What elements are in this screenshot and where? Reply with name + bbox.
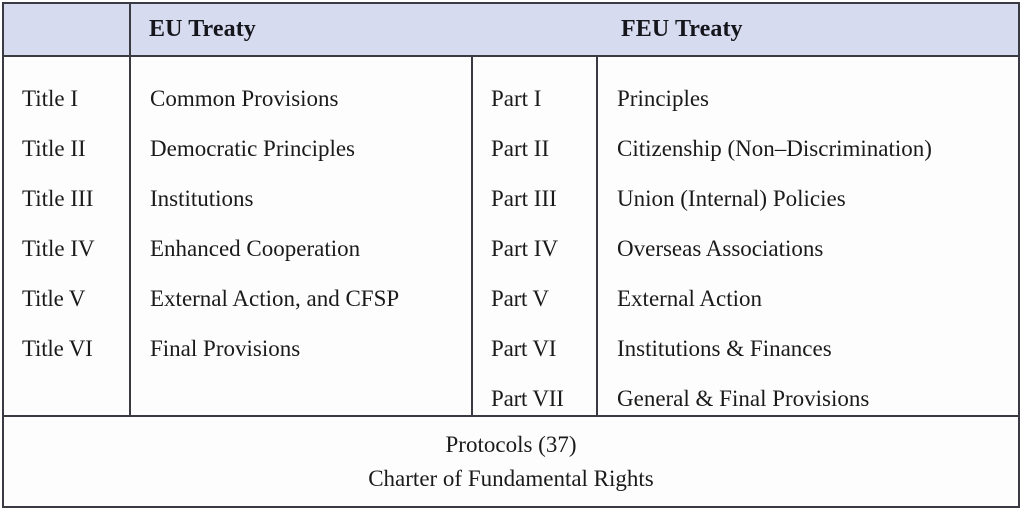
table-row: Part I <box>491 86 542 111</box>
table-row: Title IV <box>22 236 95 261</box>
table-row: Part III <box>491 186 557 211</box>
table-row: Principles <box>617 86 709 111</box>
table-row: External Action <box>617 286 762 311</box>
feu-label-rows: Principles Citizenship (Non–Discriminati… <box>598 57 1022 424</box>
table-row: Title II <box>22 136 86 161</box>
footer-protocols-line: Protocols (37) <box>445 431 577 457</box>
table-row: Part II <box>491 136 550 161</box>
table-row: Institutions & Finances <box>617 336 832 361</box>
footer-charter-line: Charter of Fundamental Rights <box>368 465 654 491</box>
table-row: Part VI <box>491 336 557 361</box>
table-row: Overseas Associations <box>617 236 824 261</box>
table-row: Institutions <box>150 186 254 211</box>
column-header-feu-treaty: FEU Treaty <box>621 16 743 42</box>
table-row: Enhanced Cooperation <box>150 236 361 261</box>
table-row: General & Final Provisions <box>617 386 870 411</box>
header-corner-cell <box>4 4 131 55</box>
table-header-row: EU Treaty FEU Treaty <box>4 4 1018 57</box>
table-body: Title I Title II Title III Title IV Titl… <box>4 57 1018 417</box>
treaty-structure-table: EU Treaty FEU Treaty Title I Title II Ti… <box>2 2 1020 508</box>
table-row: Part VII <box>491 386 564 411</box>
feu-treaty-label-column: Principles Citizenship (Non–Discriminati… <box>598 57 1022 415</box>
table-row: Part V <box>491 286 549 311</box>
table-row: Common Provisions <box>150 86 339 111</box>
table-row: Title III <box>22 186 94 211</box>
table-row: Title VI <box>22 336 93 361</box>
table-row: Part IV <box>491 236 559 261</box>
table-footer: Protocols (37) Charter of Fundamental Ri… <box>4 417 1018 506</box>
feu-treaty-number-column: Part I Part II Part III Part IV Part V P… <box>471 57 598 415</box>
table-row: Title V <box>22 286 86 311</box>
eu-label-rows: Common Provisions Democratic Principles … <box>131 57 471 374</box>
table-row: Union (Internal) Policies <box>617 186 846 211</box>
table-row: Final Provisions <box>150 336 301 361</box>
table-row: Title I <box>22 86 79 111</box>
table-row: External Action, and CFSP <box>150 286 400 311</box>
eu-number-rows: Title I Title II Title III Title IV Titl… <box>4 57 129 374</box>
table-row: Citizenship (Non–Discrimination) <box>617 136 932 161</box>
eu-treaty-number-column: Title I Title II Title III Title IV Titl… <box>4 57 131 415</box>
column-header-eu-treaty: EU Treaty <box>149 16 256 42</box>
table-row: Democratic Principles <box>150 136 356 161</box>
eu-treaty-label-column: Common Provisions Democratic Principles … <box>131 57 471 415</box>
feu-number-rows: Part I Part II Part III Part IV Part V P… <box>473 57 596 424</box>
